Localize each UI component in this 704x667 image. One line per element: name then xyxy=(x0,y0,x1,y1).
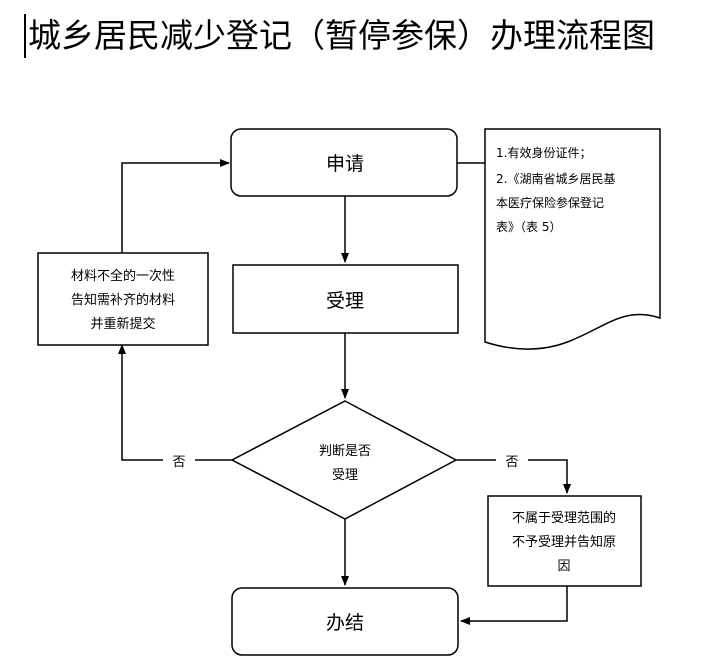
incomplete-line1: 材料不全的一次性 xyxy=(71,268,175,284)
incomplete-line3: 并重新提交 xyxy=(90,316,155,332)
node-apply-label: 申请 xyxy=(326,153,364,175)
incomplete-line2: 告知需补齐的材料 xyxy=(71,292,175,308)
label-no-left: 否 xyxy=(163,451,195,471)
documents-line2: 2.《湖南省城乡居民基 xyxy=(496,171,615,186)
node-finish-label: 办结 xyxy=(326,612,364,634)
node-accept-label: 受理 xyxy=(326,290,364,312)
documents-line1: 1.有效身份证件； xyxy=(496,145,591,160)
node-apply: 申请 xyxy=(230,128,458,197)
arrow-decision-no-left xyxy=(118,344,232,461)
node-accept: 受理 xyxy=(232,264,459,334)
documents-line3: 本医疗保险参保登记 xyxy=(496,195,604,210)
reject-line3: 因 xyxy=(557,559,570,574)
reject-line2: 不予受理并告知原 xyxy=(512,534,616,550)
reject-line1: 不属于受理范围的 xyxy=(512,510,616,526)
node-documents: 1.有效身份证件； 2.《湖南省城乡居民基 本医疗保险参保登记 表》（表 5） xyxy=(484,128,661,350)
svg-text:否: 否 xyxy=(505,455,518,470)
documents-line4: 表》（表 5） xyxy=(496,220,561,234)
page-title: 城乡居民减少登记（暂停参保）办理流程图 xyxy=(24,14,655,58)
node-incomplete: 材料不全的一次性 告知需补齐的材料 并重新提交 xyxy=(37,252,209,346)
node-finish: 办结 xyxy=(231,587,459,656)
label-no-right: 否 xyxy=(496,451,528,471)
connectors xyxy=(118,159,571,625)
node-reject: 不属于受理范围的 不予受理并告知原 因 xyxy=(487,495,642,587)
arrow-reject-to-finish xyxy=(460,586,568,625)
decision-label-line1: 判断是否 xyxy=(319,444,371,459)
arrow-incomplete-to-apply xyxy=(121,159,230,253)
decision-label-line2: 受理 xyxy=(332,468,358,483)
node-decision: 判断是否 受理 xyxy=(230,400,458,520)
svg-text:否: 否 xyxy=(172,455,185,470)
arrow-decision-no-right xyxy=(456,459,571,494)
